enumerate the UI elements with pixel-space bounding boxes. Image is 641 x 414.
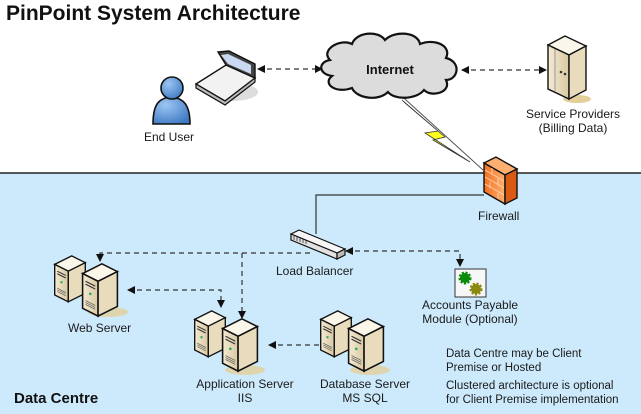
note-clustering-line1: Clustered architecture is optional — [446, 380, 614, 392]
service-providers-label: Service Providers (Billing Data) — [518, 107, 628, 135]
web-server-label: Web Server — [68, 321, 132, 335]
service-provider-server-icon — [546, 35, 591, 103]
application-server-label-line1: Application Server — [196, 377, 294, 391]
application-server-label: Application Server IIS — [185, 377, 305, 405]
diagram-title: PinPoint System Architecture — [6, 2, 301, 25]
accounts-payable-label-line1: Accounts Payable — [421, 298, 519, 312]
database-server-icon — [319, 310, 390, 375]
note-hosting: Data Centre may be Client Premise or Hos… — [446, 347, 582, 375]
database-server-label-line1: Database Server — [319, 377, 411, 391]
firewall-label: Firewall — [478, 209, 520, 223]
link-firewall-lb — [315, 194, 484, 234]
accounts-payable-module-icon — [454, 268, 487, 298]
load-balancer-label: Load Balancer — [276, 264, 354, 278]
application-server-icon — [193, 310, 265, 375]
link-lb-ap — [345, 247, 464, 267]
service-providers-label-line1: Service Providers — [525, 107, 621, 121]
end-user-label: End User — [144, 130, 195, 144]
link-web-app — [127, 286, 225, 308]
internet-label: Internet — [366, 62, 414, 77]
accounts-payable-label-line2: Module (Optional) — [422, 312, 518, 326]
application-server-label-line2: IIS — [237, 391, 253, 405]
laptop-icon — [194, 50, 258, 106]
note-hosting-line2: Premise or Hosted — [446, 362, 542, 374]
note-clustering: Clustered architecture is optional for C… — [446, 379, 619, 407]
cloud-icon — [320, 32, 458, 99]
database-server-label-line2: MS SQL — [342, 391, 388, 405]
data-centre-label: Data Centre — [14, 390, 99, 407]
accounts-payable-label: Accounts Payable Module (Optional) — [410, 298, 530, 326]
note-clustering-line2: for Client Premise implementation — [446, 394, 619, 406]
lightning-icon — [401, 99, 471, 163]
firewall-icon — [482, 156, 519, 206]
end-user-icon — [152, 76, 191, 125]
database-server-label: Database Server MS SQL — [310, 377, 420, 405]
load-balancer-icon — [289, 229, 347, 260]
service-providers-label-line2: (Billing Data) — [538, 121, 608, 135]
link-internet-firewall-line — [394, 89, 484, 171]
note-hosting-line1: Data Centre may be Client — [446, 348, 582, 360]
web-server-icon — [53, 255, 128, 317]
link-lb-web — [96, 252, 310, 262]
